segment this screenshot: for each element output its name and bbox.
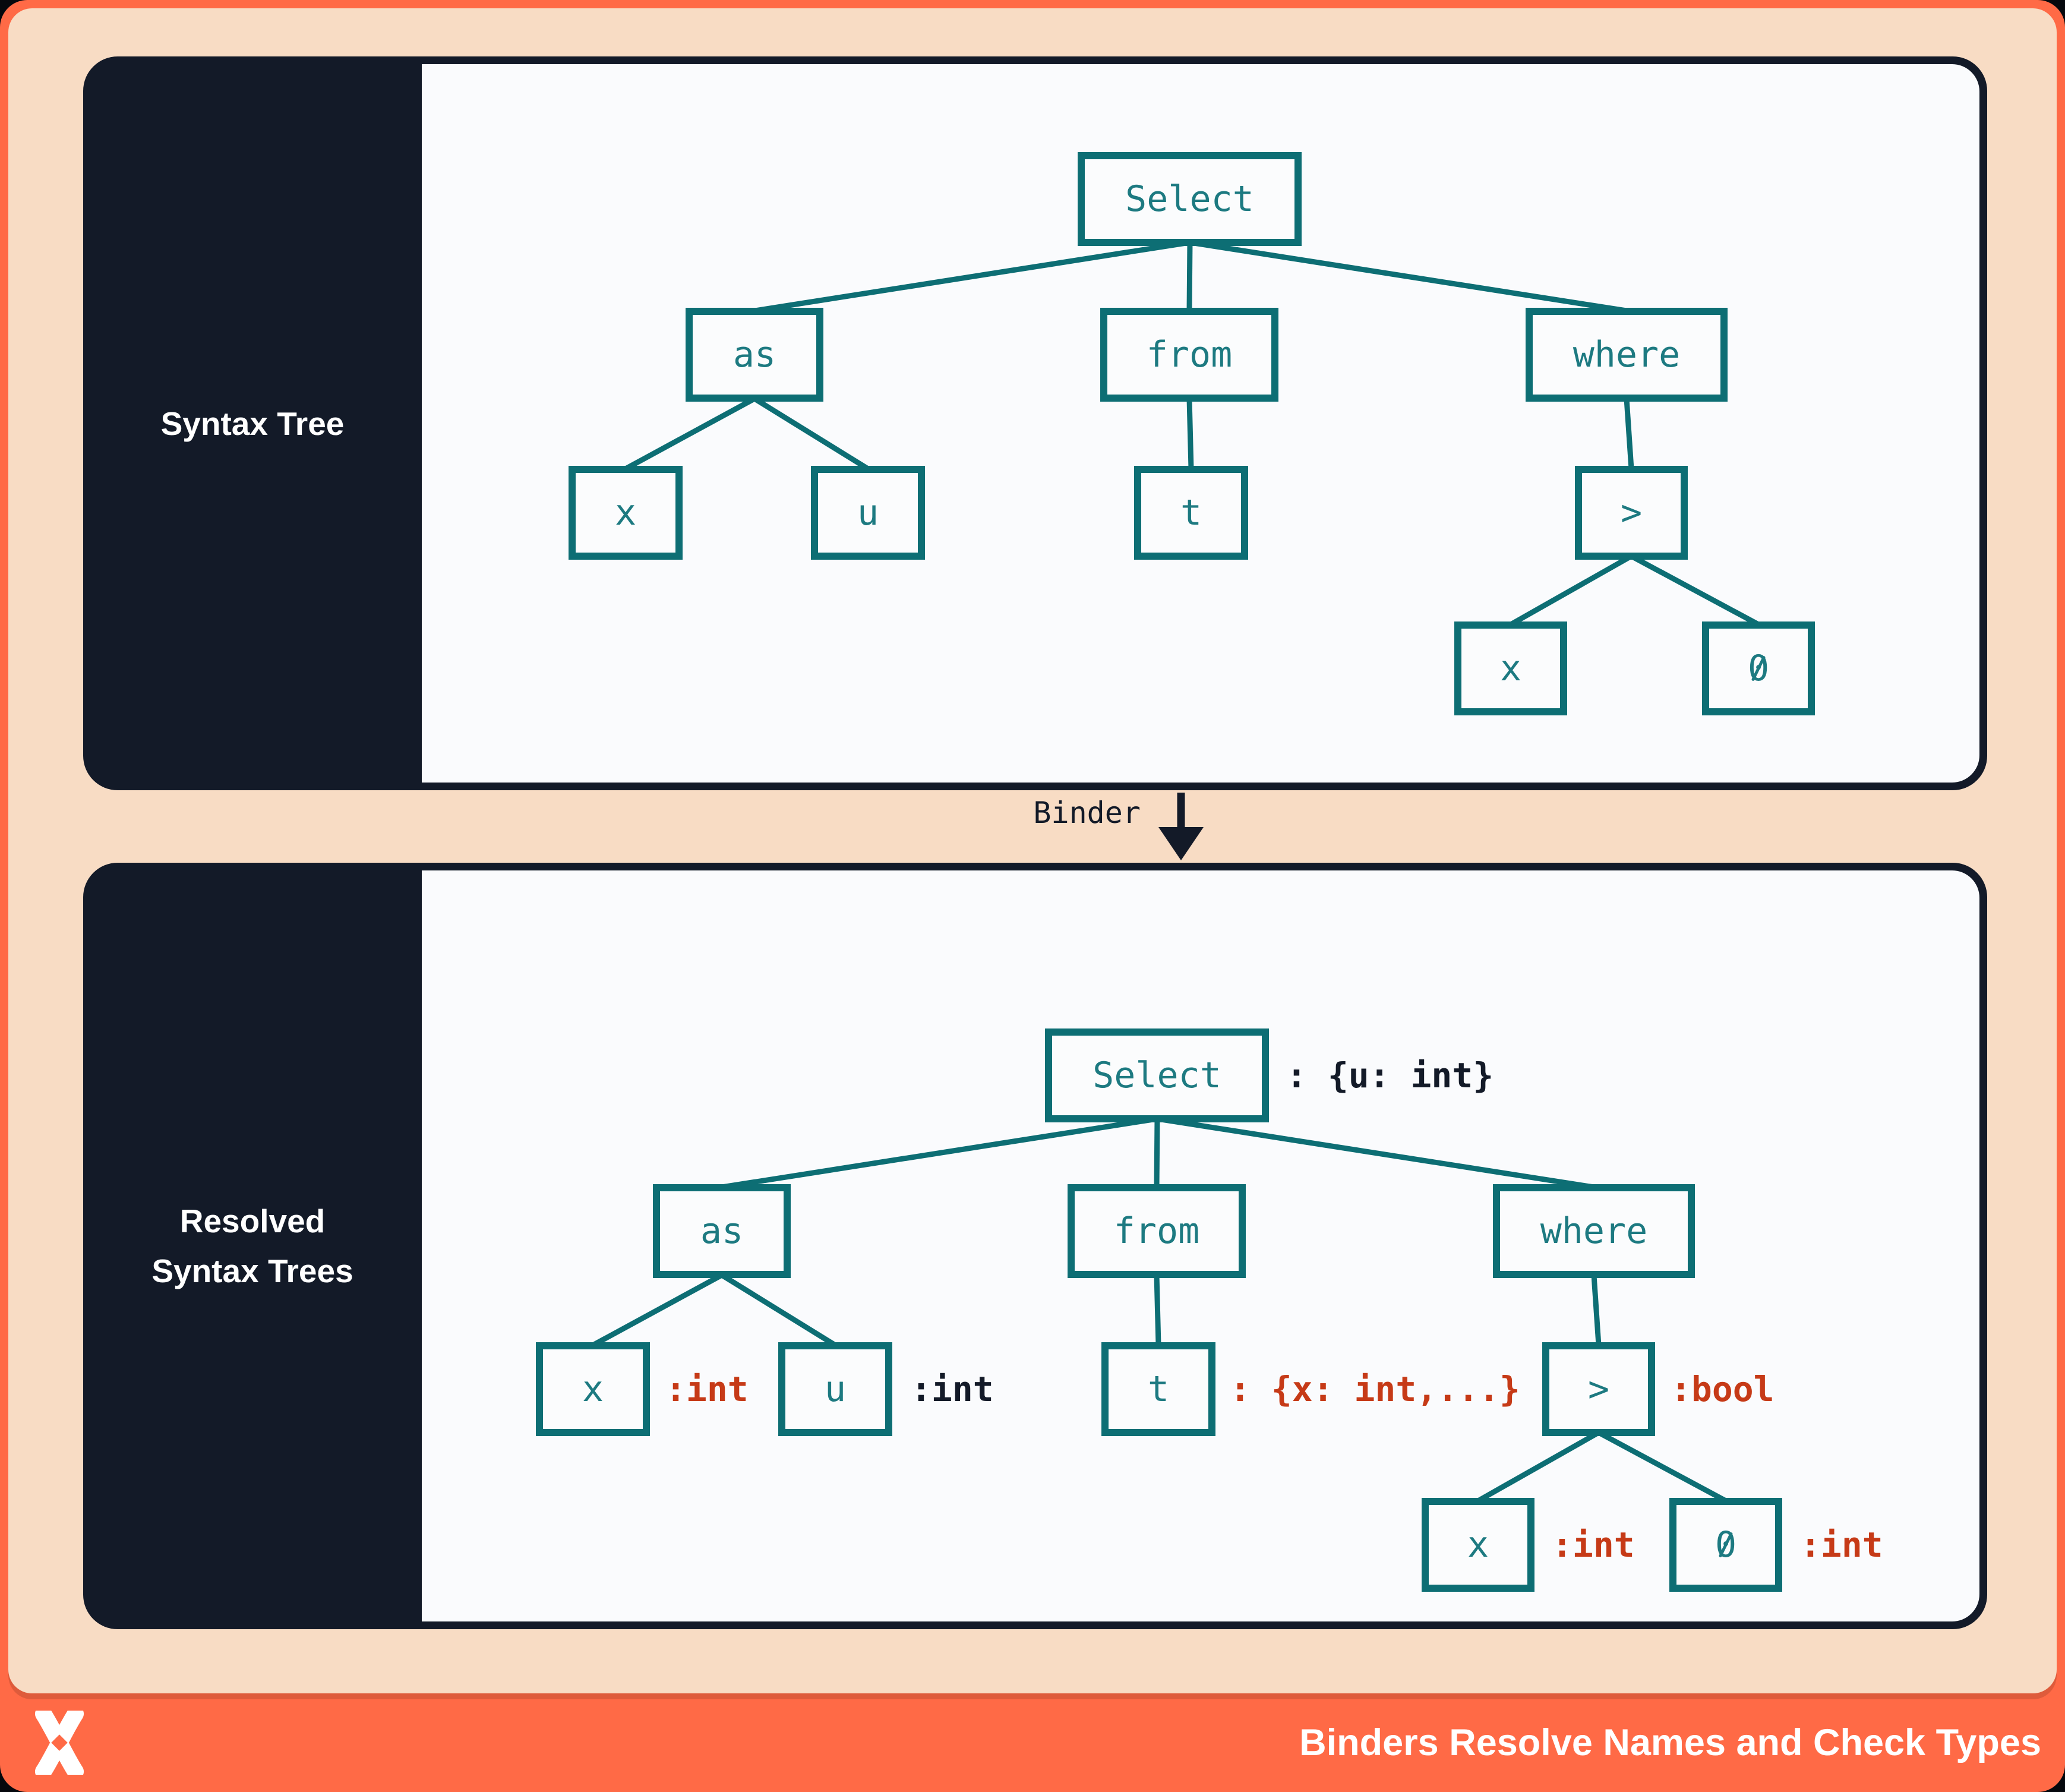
annotation-x-left-type: :int <box>665 1342 749 1436</box>
brand-x-logo-icon <box>34 1711 84 1775</box>
resolved-title-line2: Syntax Trees <box>151 1252 353 1289</box>
annotation-text: :bool <box>1671 1369 1774 1409</box>
node-label: from <box>1146 334 1233 376</box>
node-label: x <box>614 492 637 534</box>
annotation-text: :int <box>911 1369 994 1409</box>
resolved-node-zero: 0 <box>1669 1498 1782 1592</box>
tree-node-zero: 0 <box>1702 621 1815 715</box>
resolved-node-from: from <box>1068 1184 1246 1278</box>
annotation-u-type: :int <box>911 1342 994 1436</box>
annotation-gt-type: :bool <box>1671 1342 1774 1436</box>
node-label: x <box>1467 1524 1489 1566</box>
node-label: t <box>1180 492 1202 534</box>
node-label: u <box>824 1368 847 1410</box>
annotation-x-right-type: :int <box>1552 1498 1635 1592</box>
tree-node-gt: > <box>1575 466 1688 560</box>
node-label: Select <box>1125 178 1254 220</box>
resolved-node-t: t <box>1101 1342 1215 1436</box>
resolved-node-x-left: x <box>536 1342 650 1436</box>
tree-node-from: from <box>1100 308 1278 402</box>
tree-node-select: Select <box>1078 152 1302 246</box>
node-label: > <box>1620 492 1643 534</box>
node-label: Select <box>1093 1055 1221 1096</box>
annotation-select-type: : {u: int} <box>1286 1028 1494 1122</box>
footer-bar: Binders Resolve Names and Check Types <box>0 1693 2065 1792</box>
resolved-node-u: u <box>778 1342 892 1436</box>
node-label: u <box>857 492 879 534</box>
resolved-node-select: Select <box>1045 1028 1269 1122</box>
resolved-node-as: as <box>653 1184 791 1278</box>
node-label: x <box>1499 648 1522 689</box>
node-label: as <box>732 334 776 376</box>
resolved-syntax-trees-sidebar-label: Resolved Syntax Trees <box>83 863 422 1629</box>
resolved-node-x-right: x <box>1422 1498 1534 1592</box>
annotation-text: : {u: int} <box>1286 1055 1494 1096</box>
node-label: x <box>582 1368 604 1410</box>
annotation-text: :int <box>1800 1525 1883 1565</box>
node-label: 0 <box>1747 648 1770 689</box>
node-label: > <box>1587 1368 1610 1410</box>
resolved-node-where: where <box>1493 1184 1695 1278</box>
node-label: from <box>1113 1210 1200 1252</box>
footer-title: Binders Resolve Names and Check Types <box>1299 1722 2041 1763</box>
node-label: 0 <box>1714 1524 1737 1566</box>
tree-node-x-right: x <box>1454 621 1567 715</box>
node-label: as <box>700 1210 744 1252</box>
tree-node-x-left: x <box>569 466 683 560</box>
resolved-node-gt: > <box>1542 1342 1655 1436</box>
annotation-text: :int <box>1552 1525 1635 1565</box>
annotation-text: : {x: int,...} <box>1230 1369 1520 1409</box>
node-label: where <box>1573 334 1681 376</box>
node-label: t <box>1147 1368 1170 1410</box>
syntax-tree-sidebar-label: Syntax Tree <box>83 56 422 790</box>
tree-node-as: as <box>686 308 823 402</box>
tree-node-t: t <box>1134 466 1248 560</box>
tree-node-u: u <box>811 466 925 560</box>
resolved-title-line1: Resolved <box>179 1203 326 1239</box>
node-label: where <box>1540 1210 1648 1252</box>
annotation-zero-type: :int <box>1800 1498 1883 1592</box>
binder-label: Binder <box>891 794 1141 832</box>
annotation-text: :int <box>665 1369 749 1409</box>
binder-arrow <box>1158 793 1204 860</box>
tree-node-where: where <box>1526 308 1728 402</box>
syntax-tree-title: Syntax Tree <box>160 405 345 442</box>
annotation-t-type: : {x: int,...} <box>1230 1342 1520 1436</box>
binder-label-text: Binder <box>1033 796 1141 830</box>
